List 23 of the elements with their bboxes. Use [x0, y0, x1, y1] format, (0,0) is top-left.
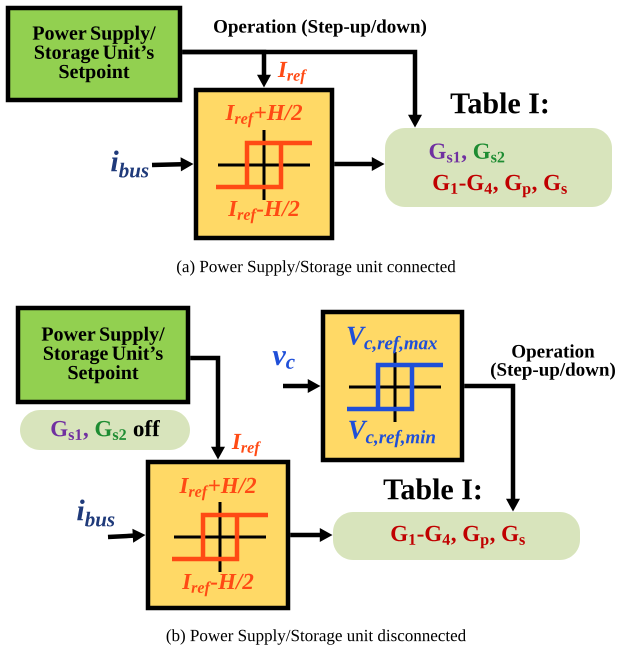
threshold-label: I$_{ref}$+H/2: [225, 104, 302, 128]
table-heading: Table I:: [450, 92, 548, 114]
edge-label: Operation (Step-up/down): [214, 19, 426, 37]
signal-list: G$_{s1}$, G$_{s2}$: [430, 143, 504, 163]
signal-list: G$_{1}$-G$_{4}$, G$_{p}$, G$_{s}$: [433, 174, 567, 198]
caption: (a) Power Supply/Storage unit connected: [177, 260, 456, 276]
setpoint-label: Power Supply/ Storage Unit’s Setpoint: [42, 326, 165, 384]
setpoint-label: Power Supply/ Storage Unit’s Setpoint: [32, 26, 156, 82]
threshold-label: I$_{ref}$-H/2: [182, 574, 254, 596]
edge-label: i$_{bus}$: [77, 499, 114, 527]
edge-label: Operation (Step-up/down): [491, 344, 615, 380]
signal-list: G$_{1}$-G$_{4}$, G$_{p}$, G$_{s}$: [391, 526, 525, 548]
table-heading: Table I:: [384, 478, 480, 500]
threshold-label: I$_{ref}$-H/2: [228, 200, 300, 224]
edge-label: i$_{bus}$: [111, 150, 148, 178]
signal-list: G$_{s1}$, G$_{s2}$ off: [51, 420, 160, 440]
edge-label: I$_{ref}$: [278, 62, 307, 84]
threshold-label: V$_{c,ref,max}$: [348, 326, 438, 354]
edge-label: v$_{c}$: [272, 351, 295, 369]
caption: (b) Power Supply/Storage unit disconnected: [166, 629, 466, 645]
edge-label: I$_{ref}$: [232, 434, 261, 456]
threshold-label: I$_{ref}$+H/2: [179, 478, 256, 500]
threshold-label: V$_{c,ref,min}$: [349, 420, 435, 448]
